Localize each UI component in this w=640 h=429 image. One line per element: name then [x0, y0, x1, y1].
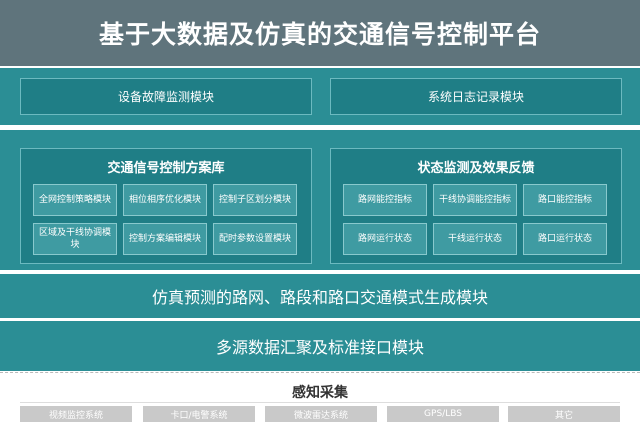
sensing-layer: 感知采集 视频监控系统 卡口/电警系统 微波雷达系统 GPS/LBS 其它 [0, 372, 640, 429]
sensing-title: 感知采集 [292, 385, 348, 401]
left-item: 相位相序优化模块 [123, 184, 207, 216]
sensing-divider [20, 402, 620, 403]
control-row: 交通信号控制方案库 全网控制策略模块 相位相序优化模块 控制子区划分模块 区域及… [0, 130, 640, 270]
platform-title: 基于大数据及仿真的交通信号控制平台 [0, 0, 640, 66]
left-item: 控制方案编辑模块 [123, 223, 207, 255]
left-item: 控制子区划分模块 [213, 184, 297, 216]
device-fault-module: 设备故障监测模块 [20, 78, 312, 115]
status-feedback: 状态监测及效果反馈 路网能控指标 干线协调能控指标 路口能控指标 路网运行状态 … [330, 148, 622, 264]
left-item: 配时参数设置模块 [213, 223, 297, 255]
sensing-item: 其它 [508, 406, 620, 422]
right-item: 干线协调能控指标 [433, 184, 517, 216]
sensing-item: 微波雷达系统 [265, 406, 377, 422]
right-item: 路网能控指标 [343, 184, 427, 216]
simulation-module: 仿真预测的路网、路段和路口交通模式生成模块 [0, 274, 640, 318]
sensing-item: GPS/LBS [387, 406, 499, 422]
right-item: 路口能控指标 [523, 184, 607, 216]
system-log-module: 系统日志记录模块 [330, 78, 622, 115]
right-item: 路口运行状态 [523, 223, 607, 255]
signal-plan-library-title: 交通信号控制方案库 [107, 161, 225, 176]
status-feedback-title: 状态监测及效果反馈 [417, 161, 535, 176]
signal-plan-library: 交通信号控制方案库 全网控制策略模块 相位相序优化模块 控制子区划分模块 区域及… [20, 148, 312, 264]
monitoring-row: 设备故障监测模块 系统日志记录模块 [0, 68, 640, 125]
data-interface-module-label: 多源数据汇聚及标准接口模块 [215, 338, 424, 357]
simulation-module-label: 仿真预测的路网、路段和路口交通模式生成模块 [151, 288, 488, 307]
data-interface-module: 多源数据汇聚及标准接口模块 [0, 321, 640, 371]
right-item: 路网运行状态 [343, 223, 427, 255]
left-item: 区域及干线协调模块 [33, 223, 117, 255]
sensing-item: 视频监控系统 [20, 406, 132, 422]
right-item: 干线运行状态 [433, 223, 517, 255]
left-item: 全网控制策略模块 [33, 184, 117, 216]
sensing-item: 卡口/电警系统 [143, 406, 255, 422]
